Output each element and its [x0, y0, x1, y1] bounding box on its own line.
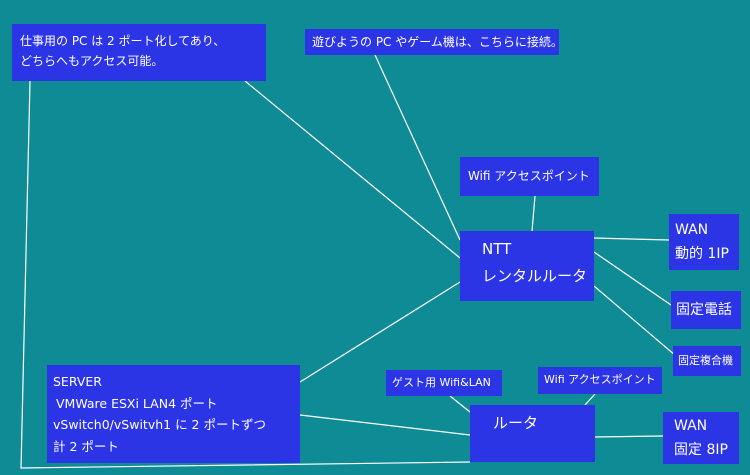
router-wifi-access-point: Wifi アクセスポイント — [538, 367, 662, 394]
guest-wifi-label: ゲスト用 Wifi&LAN — [392, 376, 491, 389]
fixed-phone: 固定電話 — [671, 291, 741, 329]
ntt-router-line2: レンタルルータ — [482, 267, 588, 285]
link-server-router — [299, 414, 471, 436]
router: ルータ — [470, 405, 595, 462]
ntt-rental-router: NTT レンタルルータ — [460, 231, 594, 301]
link-guest-router — [449, 395, 471, 413]
wan-fixed-line2: 固定 8IP — [674, 442, 728, 458]
link-ntt-wandyn — [593, 237, 670, 241]
ntt-wifi-label: Wifi アクセスポイント — [468, 169, 590, 183]
fixed-phone-label: 固定電話 — [676, 302, 732, 318]
fixed-mfp-label: 固定複合機 — [678, 354, 733, 367]
wan-dynamic-line1: WAN — [675, 222, 709, 238]
wan-dynamic: WAN 動的 1IP — [669, 214, 739, 270]
note-work-pc-line2: どちらへもアクセス可能。 — [20, 54, 164, 68]
server-line4: 計 2 ポート — [53, 438, 119, 454]
server-line2: VMWare ESXi LAN4 ポート — [56, 395, 218, 411]
link-router-wanfixed — [594, 435, 664, 438]
fixed-multifunction-printer: 固定複合機 — [673, 346, 741, 376]
server-line3: vSwitch0/vSwitvh1 に 2 ポートずつ — [53, 417, 266, 432]
note-game-pc: 遊びようの PC やゲーム機は、こちらに接続。 — [305, 29, 563, 55]
note-game-pc-text: 遊びようの PC やゲーム機は、こちらに接続。 — [312, 35, 563, 49]
link-routerwifi-router — [584, 393, 596, 406]
link-ntt-mfp — [593, 285, 677, 357]
server-line1: SERVER — [53, 374, 102, 389]
link-server-ntt — [299, 281, 461, 383]
router-wifi-label: Wifi アクセスポイント — [544, 373, 656, 386]
guest-wifi-lan: ゲスト用 Wifi&LAN — [386, 370, 502, 396]
link-ntt-phone — [593, 251, 672, 306]
server: SERVER VMWare ESXi LAN4 ポート vSwitch0/vSw… — [47, 365, 300, 463]
ntt-router-line1: NTT — [482, 240, 512, 258]
router-label: ルータ — [493, 414, 539, 432]
wan-fixed: WAN 固定 8IP — [663, 412, 739, 464]
wan-dynamic-line2: 動的 1IP — [675, 246, 729, 262]
link-gamenote-ntt — [374, 54, 461, 241]
wan-fixed-line1: WAN — [674, 418, 708, 434]
ntt-wifi-access-point: Wifi アクセスポイント — [460, 157, 599, 196]
note-work-pc-line1: 仕事用の PC は 2 ポート化してあり、 — [20, 34, 226, 48]
link-pcnote-ntt — [244, 80, 461, 259]
note-work-pc: 仕事用の PC は 2 ポート化してあり、 どちらへもアクセス可能。 — [12, 24, 266, 81]
link-pcnote-router — [20, 80, 471, 469]
link-nttwifi-ntt — [531, 195, 536, 232]
